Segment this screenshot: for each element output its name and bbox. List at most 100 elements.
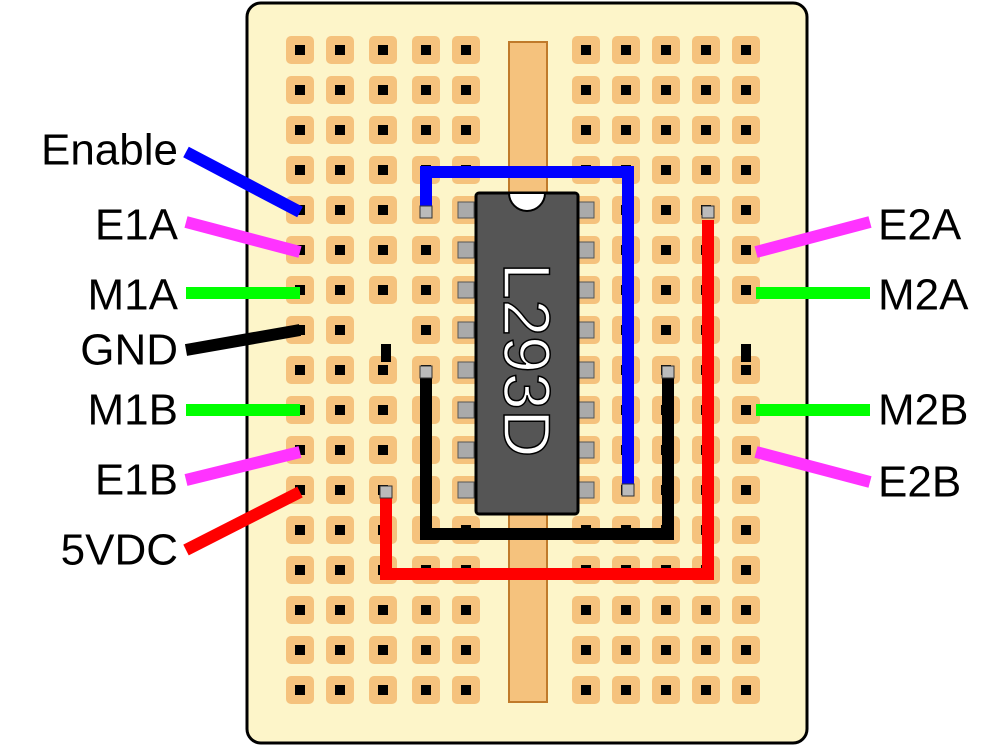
external-wires: [183, 146, 872, 556]
hole: [335, 485, 345, 495]
chip-pin: [457, 281, 475, 299]
hole: [661, 85, 671, 95]
hole: [335, 205, 345, 215]
hole: [378, 85, 388, 95]
left-pin-label: E1B: [95, 456, 178, 505]
ic-chip: L293D: [457, 191, 595, 516]
hole: [335, 565, 345, 575]
left-wire: [184, 216, 302, 258]
hole: [295, 685, 305, 695]
chip-pin: [457, 441, 475, 459]
hole: [741, 245, 751, 255]
hole: [661, 605, 671, 615]
hole: [335, 445, 345, 455]
hole: [661, 685, 671, 695]
jumper-end: [701, 205, 715, 219]
hole: [661, 125, 671, 135]
hole: [378, 245, 388, 255]
hole: [378, 645, 388, 655]
left-pin-label: M1A: [88, 271, 179, 320]
hole: [621, 645, 631, 655]
hole: [295, 365, 305, 375]
hole: [621, 685, 631, 695]
hole: [295, 645, 305, 655]
right-pin-label: M2A: [878, 271, 969, 320]
left-pin-label: E1A: [95, 201, 179, 250]
jumper-wires: [379, 166, 715, 580]
jumper-end: [419, 205, 433, 219]
chip-pin: [457, 201, 475, 219]
left-pin-label: 5VDC: [61, 526, 178, 575]
hole: [335, 525, 345, 535]
hole: [335, 285, 345, 295]
hole: [741, 485, 751, 495]
gnd-jumper: [420, 372, 674, 540]
hole: [335, 645, 345, 655]
jumper-end: [661, 365, 675, 379]
hole: [295, 445, 305, 455]
chip-pin: [577, 441, 595, 459]
right-wire: [754, 446, 872, 488]
left-marker: [381, 344, 391, 362]
jumper-end: [621, 483, 635, 497]
hole: [461, 85, 471, 95]
chip-pin: [577, 401, 595, 419]
hole: [661, 205, 671, 215]
hole: [661, 325, 671, 335]
hole: [295, 485, 305, 495]
hole: [378, 445, 388, 455]
hole: [295, 85, 305, 95]
hole: [581, 685, 591, 695]
hole: [741, 205, 751, 215]
hole: [581, 605, 591, 615]
hole: [421, 45, 431, 55]
right-pin-label: E2A: [878, 201, 962, 250]
hole: [661, 165, 671, 175]
vcc-jumper: [380, 220, 714, 580]
hole: [335, 45, 345, 55]
left-wire: [184, 446, 302, 486]
hole: [378, 685, 388, 695]
hole: [661, 645, 671, 655]
hole: [701, 125, 711, 135]
hole: [741, 645, 751, 655]
right-pin-label: E2B: [878, 458, 961, 507]
hole: [461, 125, 471, 135]
hole: [741, 85, 751, 95]
hole: [581, 125, 591, 135]
chip-pin: [577, 321, 595, 339]
hole: [661, 45, 671, 55]
hole: [378, 165, 388, 175]
chip-notch: [507, 192, 547, 212]
hole: [295, 565, 305, 575]
chip-pin: [457, 401, 475, 419]
hole: [335, 125, 345, 135]
chip-pin: [457, 321, 475, 339]
hole: [335, 325, 345, 335]
hole: [741, 445, 751, 455]
hole: [335, 85, 345, 95]
hole: [741, 525, 751, 535]
hole: [295, 605, 305, 615]
hole: [741, 365, 751, 375]
hole: [461, 645, 471, 655]
chip-pin: [457, 361, 475, 379]
hole: [335, 405, 345, 415]
hole: [661, 285, 671, 295]
left-pin-label: GND: [80, 326, 178, 375]
chip-pin: [577, 201, 595, 219]
hole: [701, 685, 711, 695]
hole: [421, 85, 431, 95]
chip-label: L293D: [490, 263, 564, 458]
hole: [295, 125, 305, 135]
hole: [335, 245, 345, 255]
hole: [621, 125, 631, 135]
hole: [378, 405, 388, 415]
hole: [335, 365, 345, 375]
hole: [461, 45, 471, 55]
hole: [421, 605, 431, 615]
chip-pin: [577, 481, 595, 499]
hole: [701, 645, 711, 655]
hole: [378, 205, 388, 215]
